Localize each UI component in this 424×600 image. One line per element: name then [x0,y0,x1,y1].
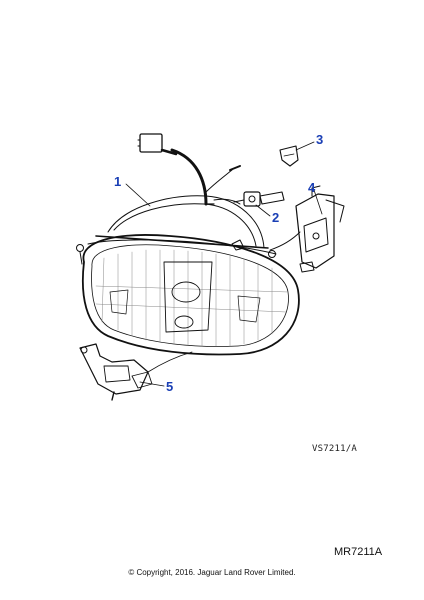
headlamp-housing [87,195,277,255]
leader-3 [295,141,315,151]
leader-4 [313,189,323,215]
diagram-code: MR7211A [334,546,383,558]
leader-5 [139,381,165,387]
reference-code: VS7211/A [312,444,357,454]
wiring-harness [170,148,241,206]
callout-3: 3 [316,132,323,147]
side-bulb [279,145,299,167]
mounting-tab-right [268,250,276,258]
mounting-tab-top [231,239,245,251]
adjuster-bracket [269,185,345,273]
harness-connector [137,133,178,156]
callout-4: 4 [308,180,316,195]
callout-2: 2 [272,210,279,225]
leader-lines [125,141,323,387]
callout-1: 1 [114,174,121,189]
headlamp-lens [81,234,300,356]
callout-5: 5 [166,379,173,394]
copyright-notice: © Copyright, 2016. Jaguar Land Rover Lim… [128,568,296,577]
mounting-tab-left [76,244,84,265]
bulb-holder [213,191,285,207]
leader-1 [125,183,151,207]
leader-2 [255,204,271,217]
